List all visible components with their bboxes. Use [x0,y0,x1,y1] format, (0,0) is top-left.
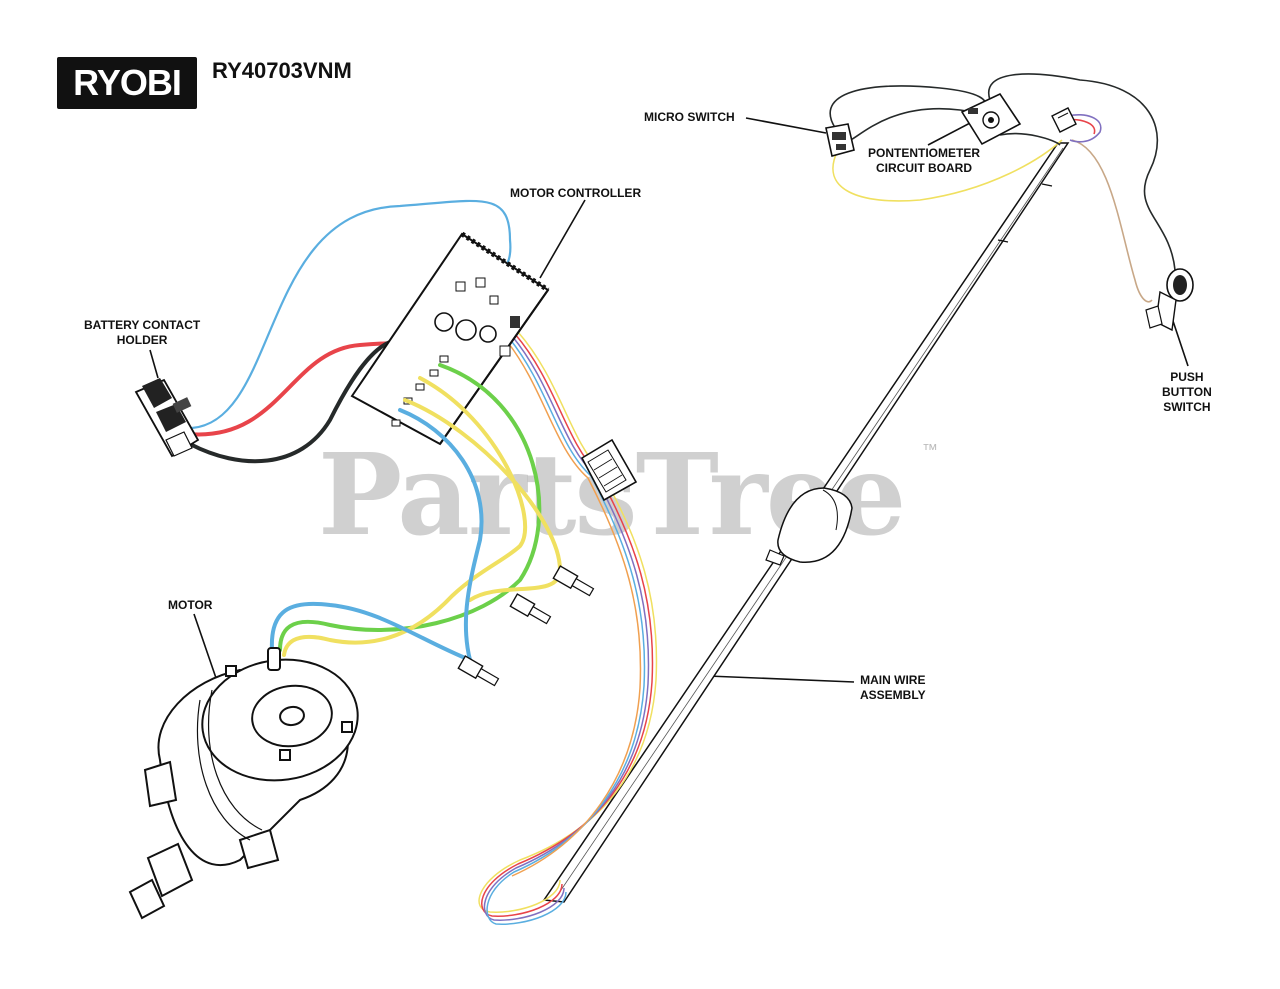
ryobi-logo: RYOBI [57,57,197,109]
trademark-symbol: ™ [922,442,938,459]
leader-motor [193,613,217,679]
label-potentiometer-line1: PONTENTIOMETER [868,146,981,160]
ryobi-logo-text: RYOBI [73,62,182,103]
battery-contact-holder [134,378,200,458]
model-number: RY40703VNM [212,58,352,83]
leader-potentiometer [927,121,973,146]
label-micro-switch: MICRO SWITCH [644,110,735,124]
label-battery-contact-line2: HOLDER [116,333,168,347]
main-wire-bundle [478,331,658,925]
label-main-wire-line2: ASSEMBLY [860,688,926,702]
label-push-line2: BUTTON [1162,385,1212,399]
label-push-button-switch: PUSH BUTTON SWITCH [1162,370,1212,415]
label-battery-contact-holder: BATTERY CONTACT HOLDER [84,318,200,348]
label-motor-controller: MOTOR CONTROLLER [510,186,642,200]
micro-switch [825,123,855,157]
inline-connector [580,438,638,502]
motor-phase-wires [269,363,563,662]
push-button-switch [1145,268,1194,332]
motor [128,647,359,920]
potentiometer-board [960,92,1022,146]
leader-micro-switch [745,117,827,134]
leader-motor-controller [539,199,586,279]
label-push-line3: SWITCH [1163,400,1211,414]
leader-main-wire [707,675,855,683]
wire-terminals [457,565,595,687]
label-push-line1: PUSH [1170,370,1204,384]
label-battery-contact-line1: BATTERY CONTACT [84,318,201,332]
pot-connector [1051,107,1077,133]
label-main-wire-assembly: MAIN WIRE ASSEMBLY [860,673,926,703]
label-main-wire-line1: MAIN WIRE [860,673,926,687]
main-wire-tube [542,142,1070,903]
leader-battery-contact [149,349,159,379]
label-potentiometer-line2: CIRCUIT BOARD [876,161,972,175]
label-potentiometer: PONTENTIOMETER CIRCUIT BOARD [868,146,980,176]
label-motor: MOTOR [168,598,213,612]
top-wiring [829,73,1176,303]
